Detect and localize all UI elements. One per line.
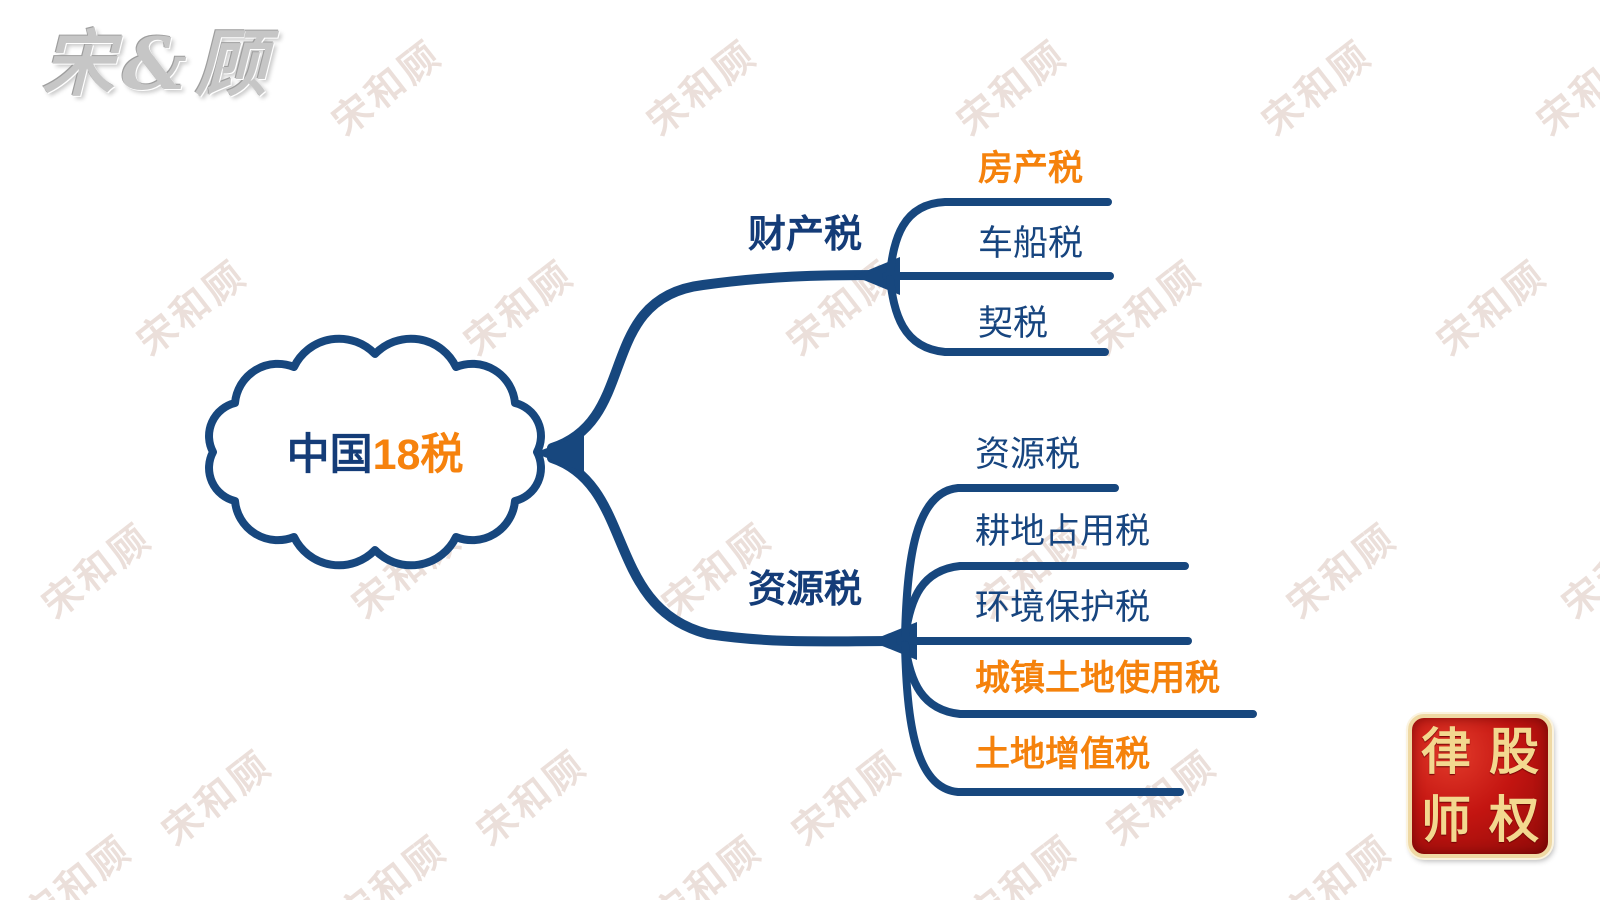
node-label-deed-tax: 契税 — [978, 304, 1049, 343]
child-line-house-tax — [886, 198, 1112, 277]
seal-char-quan: 权 — [1489, 790, 1539, 849]
seal-char-lv: 律 — [1421, 722, 1471, 781]
branch-label-resource-tax: 资源税 — [748, 569, 863, 611]
node-label-vehicle-tax: 车船税 — [978, 224, 1084, 263]
root-label-primary: 中国 — [286, 431, 373, 479]
child-line-farmland-tax — [901, 562, 1189, 642]
corner-logo-text: 宋&顾 — [42, 21, 276, 106]
root-junction-tip — [534, 434, 584, 472]
law-firm-seal: 律 股 师 权 — [1408, 714, 1552, 858]
seal-char-shi: 师 — [1421, 790, 1471, 849]
node-label-house-tax: 房产税 — [978, 149, 1084, 188]
node-label-urban-land-tax: 城镇土地使用税 — [975, 659, 1221, 698]
node-label-environment-tax: 环境保护税 — [975, 588, 1151, 627]
node-label-farmland-tax: 耕地占用税 — [975, 512, 1151, 551]
child-line-deed-tax — [886, 275, 1109, 356]
node-label-land-appreciation-tax: 土地增值税 — [975, 735, 1151, 774]
node-label-resource-tax: 资源税 — [975, 435, 1081, 474]
branch-line-property-tax — [547, 270, 885, 453]
branch-label-property-tax: 财产税 — [748, 214, 863, 256]
branch-line-resource-tax — [547, 453, 900, 647]
root-label-accent: 18税 — [372, 431, 464, 479]
root-node-label: 中国18税 — [205, 434, 545, 477]
child-line-land-appreciation-tax — [901, 641, 1184, 796]
seal-char-gu: 股 — [1489, 722, 1539, 781]
child-line-resource-tax — [901, 484, 1119, 641]
